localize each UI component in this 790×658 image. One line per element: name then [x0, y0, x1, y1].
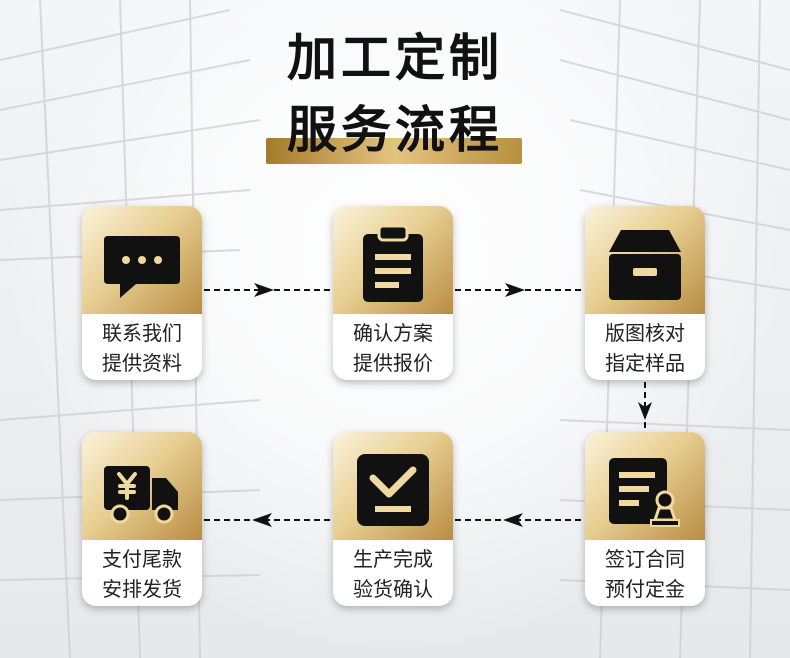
step-label: 支付尾款 安排发货 — [82, 544, 202, 604]
step-label-line1: 签订合同 — [605, 547, 685, 571]
step-label-line1: 联系我们 — [102, 321, 182, 345]
step-label: 联系我们 提供资料 — [82, 318, 202, 378]
checkbox-done-icon — [357, 454, 429, 526]
chat-bubble-icon — [104, 236, 180, 298]
step-label: 签订合同 预付定金 — [585, 544, 705, 604]
step-label-line2: 提供资料 — [102, 351, 182, 375]
arrow-left-icon — [204, 513, 331, 527]
step-label-line1: 版图核对 — [605, 321, 685, 345]
step-label-line2: 安排发货 — [102, 577, 182, 601]
step-label: 确认方案 提供报价 — [333, 318, 453, 378]
step-card-proof-check: 版图核对 指定样品 — [585, 206, 705, 380]
step-label-line2: 预付定金 — [605, 577, 685, 601]
title-line-2: 服务流程 — [287, 101, 503, 159]
archive-box-icon — [609, 230, 681, 300]
arrow-right-icon — [204, 283, 331, 297]
step-card-confirm-plan: 确认方案 提供报价 — [333, 206, 453, 380]
step-label-line2: 验货确认 — [353, 577, 433, 601]
step-label-line1: 确认方案 — [353, 321, 433, 345]
step-label: 生产完成 验货确认 — [333, 544, 453, 604]
contract-stamp-icon — [609, 458, 680, 527]
step-label: 版图核对 指定样品 — [585, 318, 705, 378]
step-label-line1: 支付尾款 — [102, 547, 182, 571]
step-label-line2: 提供报价 — [353, 351, 433, 375]
delivery-truck-yen-icon — [104, 466, 178, 524]
step-card-sign-contract: 签订合同 预付定金 — [585, 432, 705, 606]
arrow-left-icon — [455, 513, 583, 527]
step-card-final-payment: 支付尾款 安排发货 — [82, 432, 202, 606]
step-card-production-done: 生产完成 验货确认 — [333, 432, 453, 606]
step-label-line2: 指定样品 — [605, 351, 685, 375]
step-label-line1: 生产完成 — [353, 547, 433, 571]
title-underline-bar — [266, 138, 522, 164]
step-card-contact: 联系我们 提供资料 — [82, 206, 202, 380]
arrow-right-icon — [455, 283, 583, 297]
clipboard-icon — [363, 224, 423, 302]
title-line-1: 加工定制 — [287, 29, 503, 87]
arrow-down-icon — [638, 382, 652, 430]
